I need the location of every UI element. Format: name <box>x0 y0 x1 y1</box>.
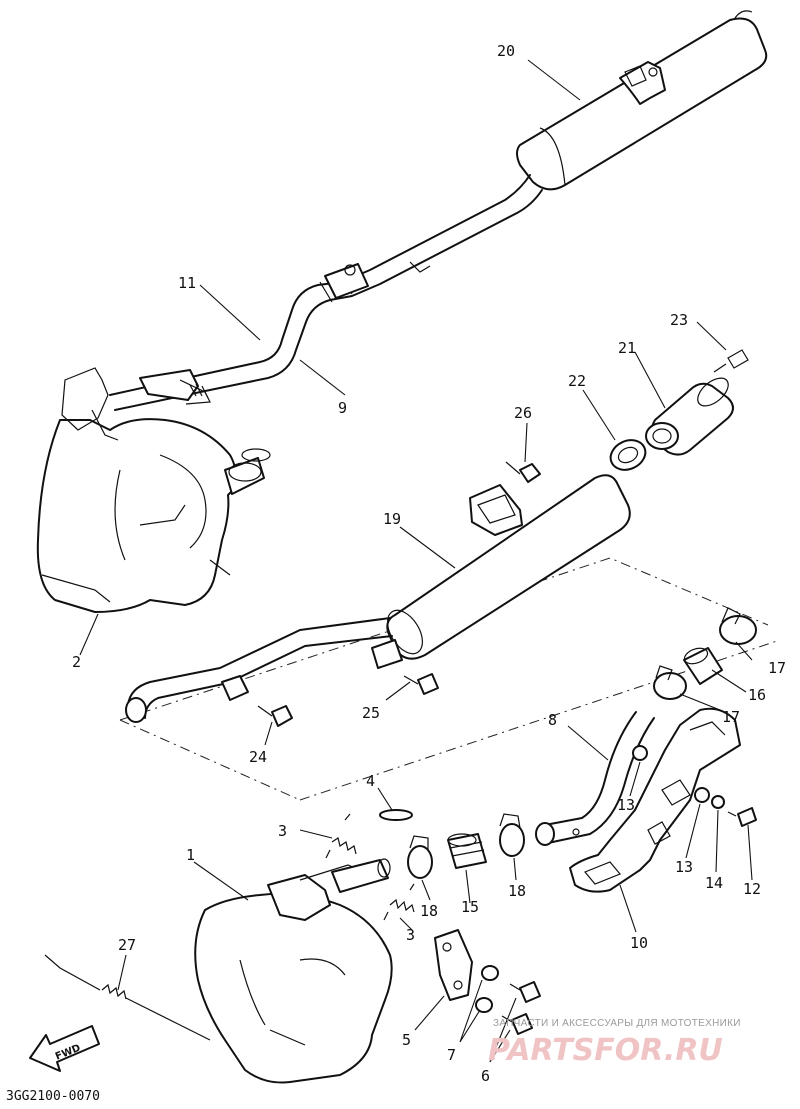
guard-11 <box>139 369 211 405</box>
callout-27: 27 <box>118 936 136 954</box>
callout-5: 5 <box>402 1031 411 1049</box>
watermark-brand: PARTSFOR.RU <box>488 1033 723 1068</box>
washer-13-lower <box>694 787 710 803</box>
callout-16: 16 <box>748 686 766 704</box>
callout-8: 8 <box>548 711 557 729</box>
callout-13-upper: 13 <box>617 796 635 814</box>
clamp-17-upper <box>719 607 757 645</box>
silencer-20 <box>516 10 768 191</box>
callout-23: 23 <box>670 311 688 329</box>
callout-numbers: 20 11 9 23 21 22 26 2 19 17 16 25 24 8 1… <box>72 42 786 1085</box>
callout-3-upper: 3 <box>278 822 287 840</box>
bolt-12 <box>727 807 757 827</box>
pipe-9 <box>109 174 543 411</box>
callout-12: 12 <box>743 880 761 898</box>
diagram-code: 3GG2100-0070 <box>6 1089 100 1104</box>
callout-14: 14 <box>705 874 723 892</box>
callout-2: 2 <box>72 653 81 671</box>
washer-7-lower <box>475 997 493 1013</box>
callout-7: 7 <box>447 1046 456 1064</box>
bracket-5 <box>434 929 473 1001</box>
callout-24: 24 <box>249 748 267 766</box>
callout-9: 9 <box>338 399 347 417</box>
spring-3-lower <box>383 883 415 921</box>
bolt-24 <box>257 705 293 727</box>
clamp-18-right <box>499 813 525 857</box>
callout-25: 25 <box>362 704 380 722</box>
bolt-6-lower <box>501 1013 533 1035</box>
bolt-23 <box>713 349 749 373</box>
washer-7-upper <box>481 965 499 981</box>
clamp-18-left <box>407 835 433 879</box>
silencer-19 <box>371 474 631 669</box>
callout-20: 20 <box>497 42 515 60</box>
bolt-25 <box>403 673 439 695</box>
joint-pipe-19 <box>125 617 393 723</box>
fwd-arrow-icon: FWD <box>29 1025 100 1072</box>
callout-4: 4 <box>366 772 375 790</box>
callout-19: 19 <box>383 510 401 528</box>
callout-17-lower: 17 <box>722 708 740 726</box>
o-ring-4 <box>379 809 413 821</box>
callout-13-lower: 13 <box>675 858 693 876</box>
pipe-8 <box>535 711 655 846</box>
sleeve-15 <box>447 833 487 869</box>
chamber-1 <box>194 858 393 1084</box>
watermark: ЗАПЧАСТИ И АКСЕССУАРЫ ДЛЯ МОТОТЕХНИКИ PA… <box>488 1018 741 1068</box>
pipe-21 <box>645 377 734 456</box>
callout-10: 10 <box>630 934 648 952</box>
callout-21: 21 <box>618 339 636 357</box>
callout-26: 26 <box>514 404 532 422</box>
callout-3-lower: 3 <box>406 926 415 944</box>
sleeve-16 <box>683 647 723 685</box>
callout-1: 1 <box>186 846 195 864</box>
leader-lines <box>79 59 753 1063</box>
callout-6: 6 <box>481 1067 490 1085</box>
spring-27 <box>44 954 211 1041</box>
callout-22: 22 <box>568 372 586 390</box>
washer-14 <box>711 795 725 809</box>
gasket-22 <box>609 439 647 471</box>
protector-10 <box>569 707 741 893</box>
callout-17-upper: 17 <box>768 659 786 677</box>
washer-13-upper <box>632 745 648 761</box>
callout-18-right: 18 <box>508 882 526 900</box>
bolt-26 <box>505 461 541 483</box>
callout-11: 11 <box>178 274 196 292</box>
bolt-6-upper <box>509 981 541 1003</box>
callout-18-left: 18 <box>420 902 438 920</box>
chamber-2 <box>36 367 271 613</box>
spring-3-upper <box>325 813 357 859</box>
callout-15: 15 <box>461 898 479 916</box>
clamp-17-lower <box>653 665 687 700</box>
watermark-tagline: ЗАПЧАСТИ И АКСЕССУАРЫ ДЛЯ МОТОТЕХНИКИ <box>493 1018 741 1029</box>
